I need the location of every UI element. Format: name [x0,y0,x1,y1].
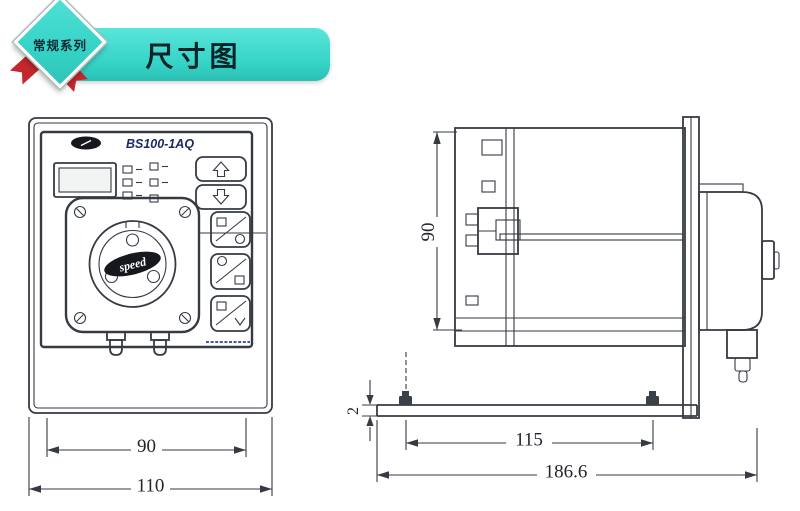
badge-label: 常规系列 [32,39,87,53]
tube-clamp [465,207,521,255]
front-dim-90-label: 90 [137,436,156,457]
brand-logo-icon [71,136,101,150]
base-plate [376,352,698,417]
model-label: BS100-1AQ [126,137,194,151]
side-dim-90-label: 90 [418,223,439,242]
indicator-icons [122,162,168,203]
front-view: BS100-1AQ [28,117,273,414]
lcd-display [53,162,117,198]
tube-port-left [106,331,126,341]
down-arrow-icon [212,188,230,205]
drive-shaft [499,233,684,241]
foot-bolt-left [399,396,412,405]
side-dimensions: 90 2 115 186.6 [345,131,758,483]
pump-head: speed [64,196,266,356]
pump-logo-label: speed [117,254,149,275]
series-badge: 常规系列 [6,0,116,100]
side-view [376,116,780,419]
front-dim-110-label: 110 [137,476,165,497]
up-arrow-icon [212,161,230,178]
motor-housing [698,183,780,383]
page-title-text: 尺寸图 [145,40,242,72]
front-dimensions: 90 110 [28,417,273,497]
dimension-drawing: BS100-1AQ [28,116,780,497]
foot-bolt-right [646,396,659,405]
side-dim-2-label: 2 [345,407,362,415]
pump-logo-badge: speed [104,251,161,277]
page-title-bar: 尺寸图 [57,28,330,81]
tube-port-right [150,331,170,341]
up-button [195,156,247,182]
side-dim-115-label: 115 [515,430,543,451]
mode-button-3 [210,295,251,332]
mode-button-1 [210,211,251,248]
side-dim-186-label: 186.6 [545,462,588,483]
mode-button-2 [210,253,251,290]
down-button [195,184,247,210]
